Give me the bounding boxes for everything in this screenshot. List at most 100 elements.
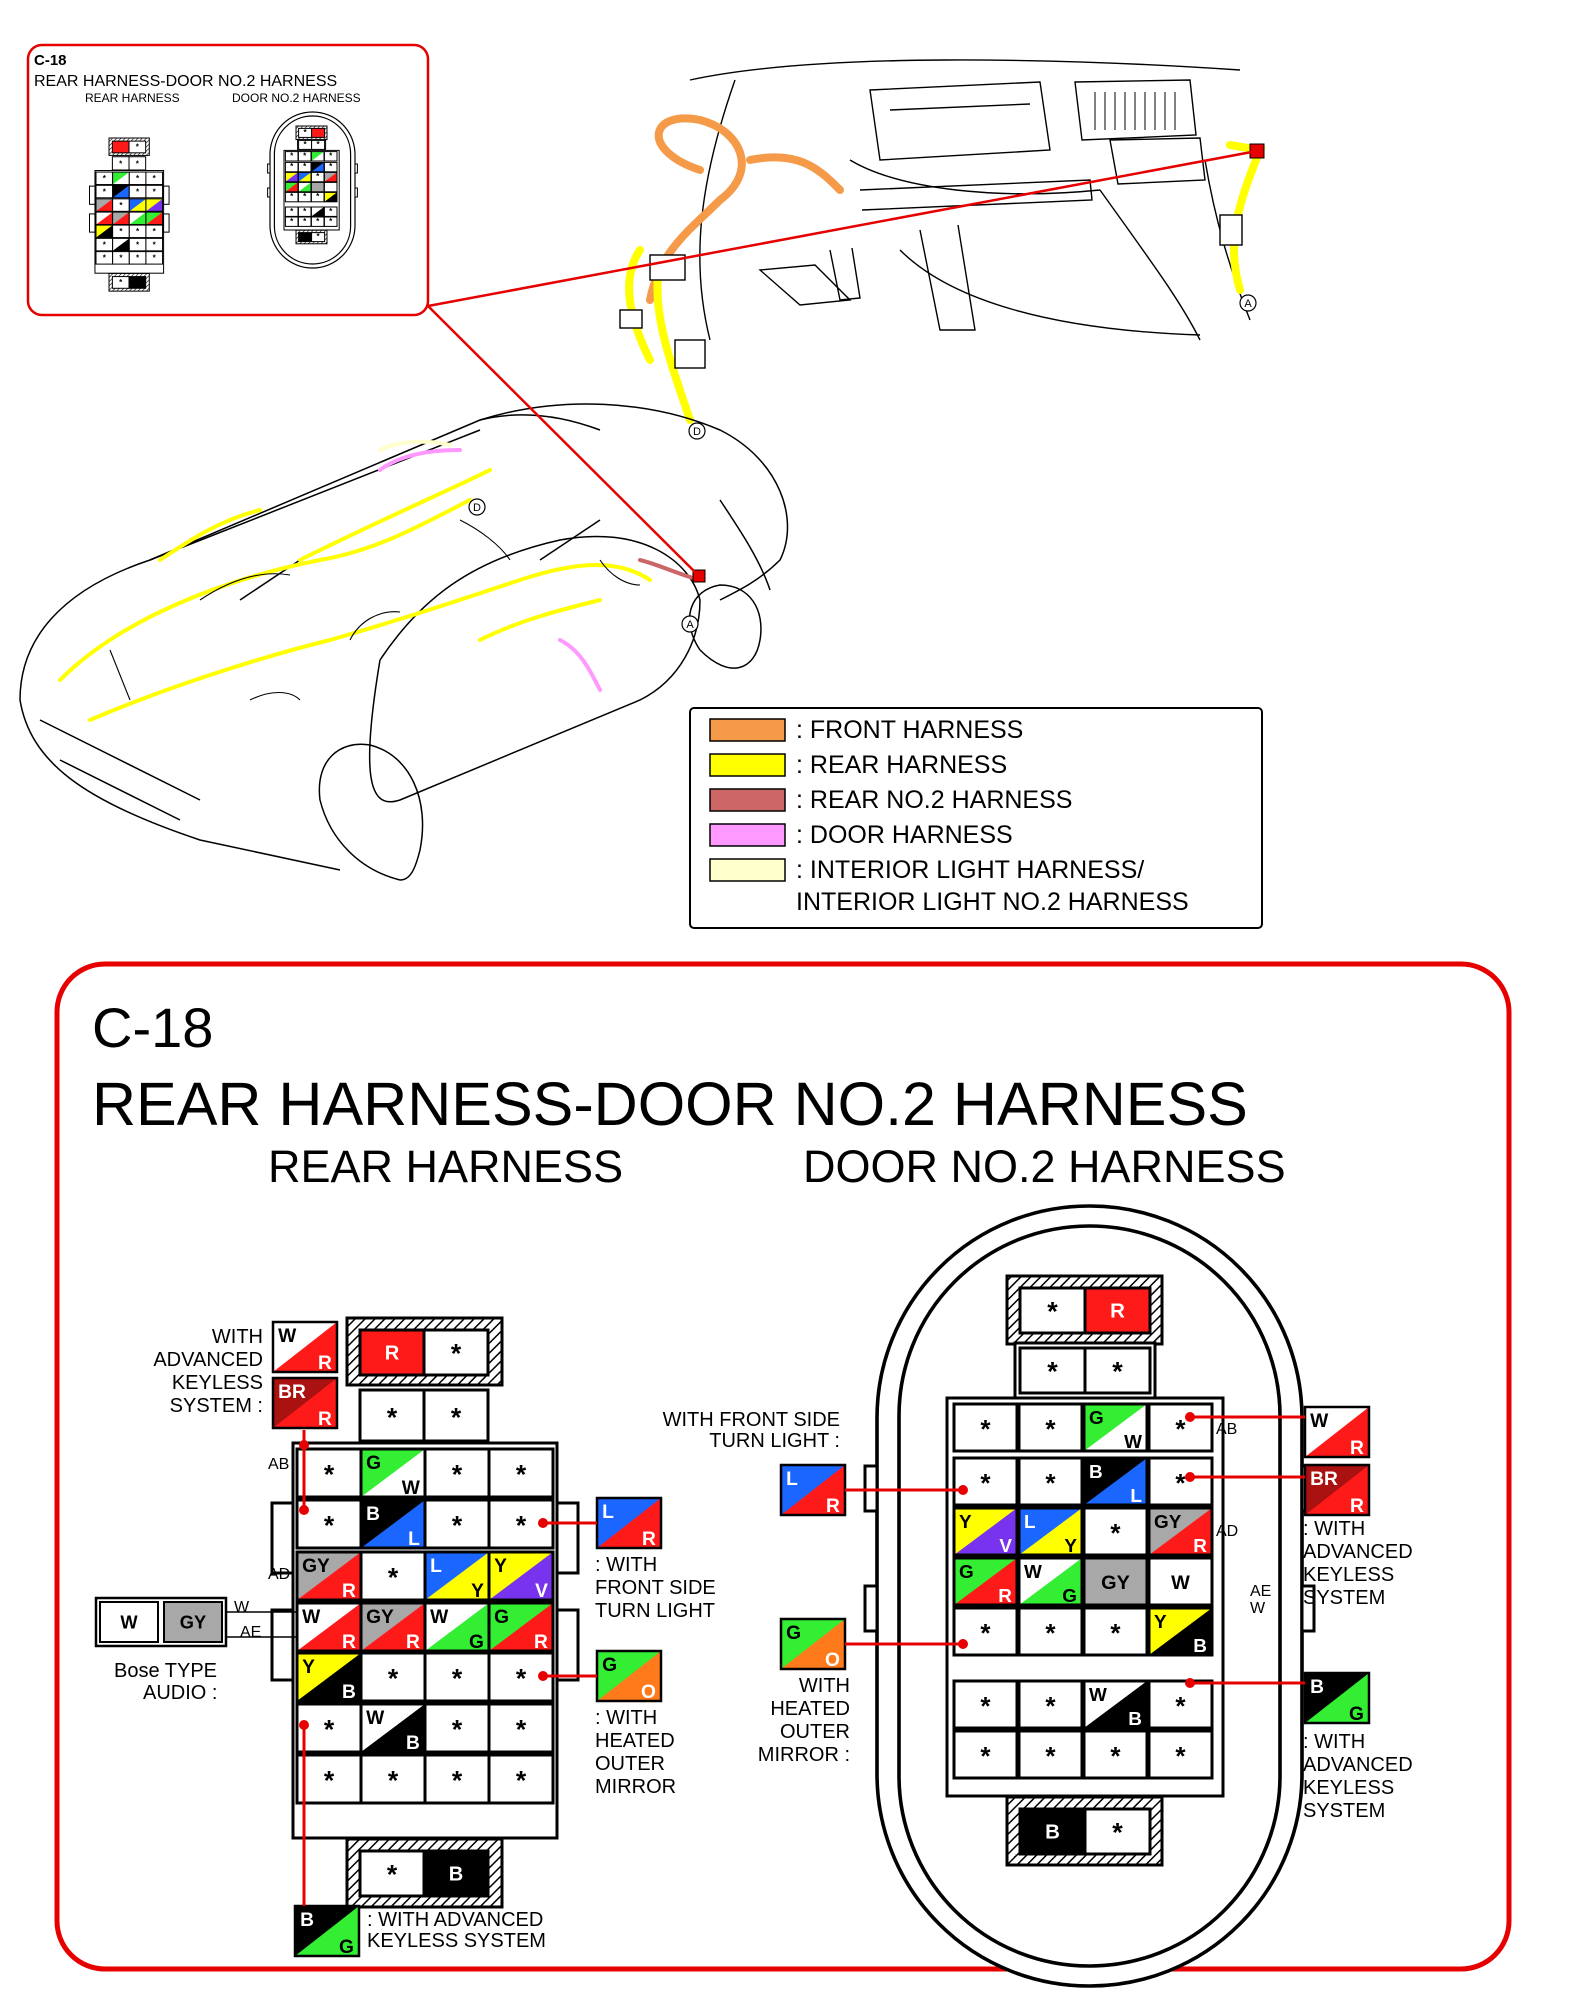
pin-base-label: W bbox=[278, 1326, 297, 1347]
connector-pin: GY R bbox=[1147, 1506, 1214, 1557]
pin-asterisk: * bbox=[136, 143, 140, 152]
connector-pin: WG bbox=[423, 1601, 491, 1653]
pin-outline bbox=[1303, 1671, 1371, 1725]
door-label-ae: AE bbox=[1250, 1583, 1271, 1600]
pin-stripe-color bbox=[297, 1653, 361, 1701]
inset-title: REAR HARNESS-DOOR NO.2 HARNESS bbox=[34, 73, 337, 90]
connector-pin: * bbox=[487, 1702, 555, 1754]
pin-outline bbox=[1082, 1556, 1149, 1607]
pin-cell-empty bbox=[1147, 1729, 1214, 1780]
pin-asterisk: * bbox=[290, 162, 294, 171]
pin-stripe-label: R bbox=[342, 1581, 356, 1602]
c18-detail-panel: C-18 REAR HARNESS-DOOR NO.2 HARNESS REAR… bbox=[54, 961, 1512, 1988]
pin-asterisk: * bbox=[1045, 1691, 1056, 1721]
connector-pin: * bbox=[112, 251, 130, 265]
pin-outline bbox=[1147, 1506, 1214, 1557]
pin-stripe-color bbox=[361, 1704, 425, 1752]
pin-stripe-label: O bbox=[641, 1682, 656, 1703]
connector-pin bbox=[112, 184, 130, 199]
pin-stripe-label: R bbox=[1193, 1536, 1207, 1557]
connector-pin bbox=[310, 161, 325, 173]
pin-cell-empty bbox=[1147, 1456, 1214, 1507]
overview-inset: C-18 REAR HARNESS-DOOR NO.2 HARNESS REAR… bbox=[26, 43, 430, 317]
pin-asterisk: * bbox=[153, 240, 157, 249]
connector-pin: * bbox=[422, 1388, 490, 1443]
pin-asterisk: * bbox=[1047, 1356, 1058, 1386]
door-housing-tab bbox=[863, 1584, 879, 1633]
pin-cell-empty bbox=[311, 139, 326, 150]
connector-pin: * bbox=[952, 1402, 1019, 1453]
pin-base-color bbox=[100, 1602, 158, 1642]
pin-stripe-color bbox=[1084, 1681, 1147, 1728]
pin-stripe-color bbox=[324, 192, 337, 202]
mirror-option-label: MIRROR bbox=[595, 1776, 676, 1798]
connector-pin: * bbox=[128, 184, 147, 199]
pin-base-label: GY bbox=[1154, 1512, 1182, 1533]
turn-option-label: : WITH bbox=[595, 1554, 657, 1576]
pin-asterisk: * bbox=[329, 162, 333, 171]
pin-asterisk: * bbox=[290, 151, 294, 160]
pin-cell-empty bbox=[952, 1456, 1019, 1507]
pin-stripe-color bbox=[361, 1449, 425, 1497]
marker-a-label: A bbox=[1244, 298, 1252, 310]
pin-stripe-label: B bbox=[342, 1682, 356, 1703]
pin-cell-empty bbox=[359, 1753, 427, 1805]
pin-outline bbox=[422, 1849, 490, 1898]
door-housing-tab bbox=[267, 163, 271, 174]
pin-cell-empty bbox=[1017, 1456, 1084, 1507]
pin-asterisk: * bbox=[452, 1715, 463, 1745]
mirror-option-label: : WITH bbox=[595, 1707, 657, 1729]
pin-stripe-label: R bbox=[534, 1632, 548, 1653]
door-keyless-bottom-label: KEYLESS bbox=[1303, 1777, 1394, 1799]
pin-asterisk: * bbox=[304, 140, 308, 149]
door-housing-tab bbox=[354, 163, 358, 174]
pin-cell-empty bbox=[487, 1753, 555, 1805]
connector-pin: * bbox=[1017, 1729, 1084, 1780]
detail-left-label: REAR HARNESS bbox=[268, 1141, 623, 1192]
connector-pin: * bbox=[284, 216, 299, 227]
rear-side-tab-right-2 bbox=[555, 1608, 580, 1682]
pin-base-label: GY bbox=[366, 1607, 394, 1628]
pin-asterisk: * bbox=[324, 1766, 335, 1796]
door-keyless-top-label: KEYLESS bbox=[1303, 1564, 1394, 1586]
pin-stripe-color bbox=[361, 1603, 425, 1651]
pin-outline bbox=[323, 171, 338, 183]
connector-pin: GR bbox=[952, 1556, 1019, 1607]
pin-stripe-color bbox=[1084, 1404, 1147, 1451]
pin-asterisk: * bbox=[452, 1460, 463, 1490]
pin-cell-empty bbox=[323, 161, 338, 173]
pin-stripe-color bbox=[112, 238, 130, 251]
pin-outline bbox=[323, 191, 338, 203]
legend-label: : REAR NO.2 HARNESS bbox=[796, 786, 1072, 814]
connector-pin: * bbox=[1147, 1679, 1214, 1730]
connector-pin: GW bbox=[359, 1447, 427, 1499]
pin-asterisk: * bbox=[1175, 1691, 1186, 1721]
keyless-bottom-label: : WITH ADVANCED bbox=[367, 1909, 543, 1931]
connector-pin: * bbox=[112, 198, 130, 212]
pin-stripe-color bbox=[597, 1498, 661, 1548]
pin-cell-empty bbox=[323, 206, 338, 217]
pin-base-label: W bbox=[1089, 1685, 1107, 1706]
keyless-option-label: ADVANCED bbox=[153, 1349, 263, 1371]
pin-base-color bbox=[311, 128, 325, 138]
lead-dot bbox=[299, 1720, 309, 1730]
pin-stripe-color bbox=[311, 151, 324, 161]
connector-pin: * bbox=[128, 171, 147, 186]
connector-pin bbox=[310, 151, 325, 162]
pin-asterisk: * bbox=[317, 140, 321, 149]
pin-stripe-color bbox=[311, 162, 324, 172]
pin-asterisk: * bbox=[119, 159, 123, 168]
connector-pin: * bbox=[1018, 1346, 1087, 1395]
car-wire-details bbox=[109, 519, 641, 701]
connector-pin: * bbox=[1147, 1402, 1214, 1453]
connector-pin: * bbox=[952, 1729, 1019, 1780]
connector-pin: * bbox=[297, 191, 312, 203]
connector-pin: GR bbox=[487, 1601, 555, 1653]
pin-asterisk: * bbox=[1045, 1741, 1056, 1771]
pin-outline bbox=[1082, 1679, 1149, 1730]
pin-stripe-color bbox=[96, 198, 113, 212]
pin-asterisk: * bbox=[980, 1691, 991, 1721]
pin-stripe-label: B bbox=[1193, 1636, 1207, 1657]
connector-pin: GY bbox=[163, 1601, 223, 1643]
pin-stripe-color bbox=[781, 1619, 845, 1669]
